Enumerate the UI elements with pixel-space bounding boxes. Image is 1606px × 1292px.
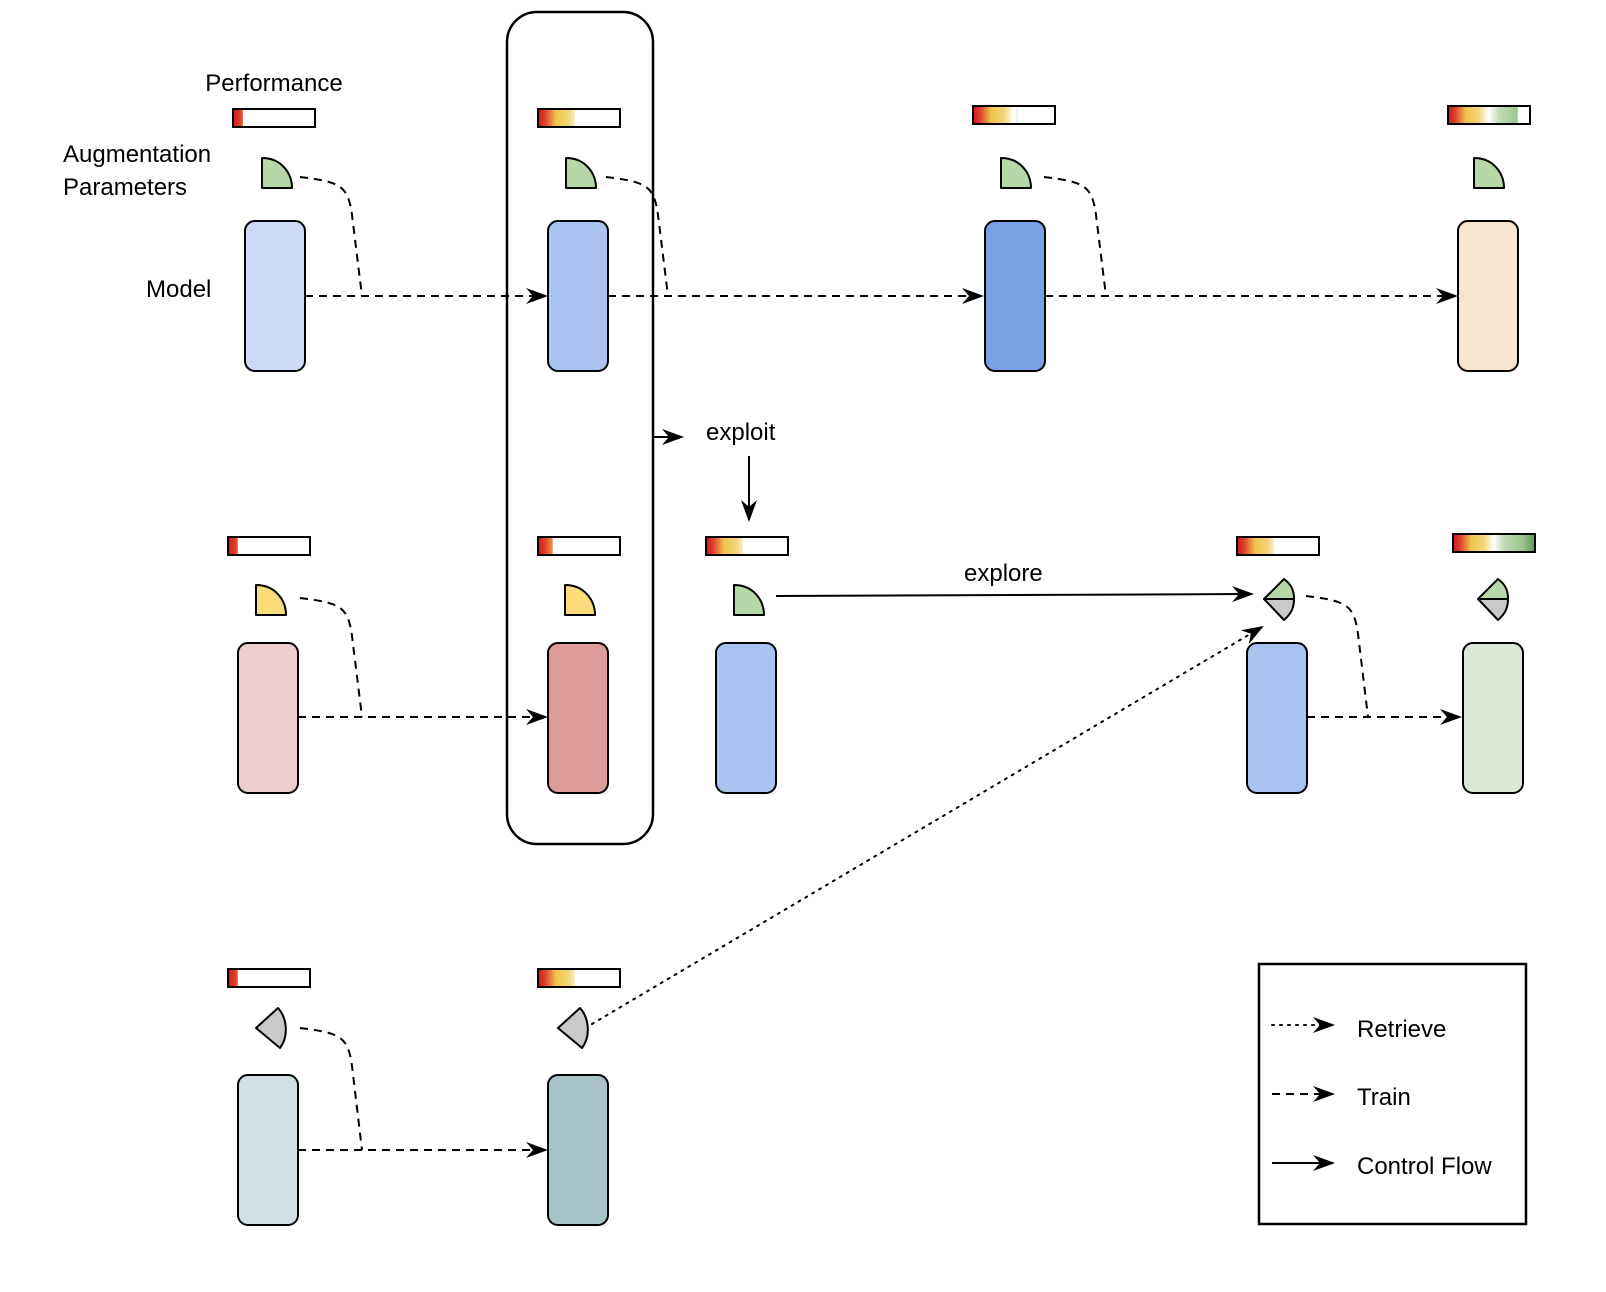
model-block [547, 1074, 609, 1226]
population-node [1447, 105, 1531, 372]
performance-bar-outline [1236, 536, 1320, 556]
param-feed-curve [605, 176, 669, 297]
augmentation-label-line1: Augmentation [63, 141, 211, 168]
exploit-label: exploit [706, 419, 776, 446]
performance-bar [1236, 536, 1320, 556]
population-node [537, 968, 621, 1226]
performance-bar-fill [228, 537, 238, 555]
control-flow-edges [653, 429, 1254, 603]
param-feed-curve [1043, 176, 1107, 297]
train-edges [298, 176, 1462, 1158]
model-block [984, 220, 1046, 372]
performance-bar [537, 536, 621, 556]
augmentation-param-glyph [255, 584, 287, 616]
performance-bar-fill [1448, 106, 1518, 124]
population-node [972, 105, 1056, 372]
legend-control-flow-label: Control Flow [1357, 1153, 1492, 1180]
model-block [715, 642, 777, 794]
performance-bar-outline [1447, 105, 1531, 125]
population-node [1452, 533, 1536, 794]
legend-train-label: Train [1357, 1084, 1411, 1111]
performance-bar [227, 968, 311, 988]
population-node [1236, 536, 1320, 794]
model-label: Model [146, 276, 211, 303]
performance-bar-fill [233, 109, 243, 127]
augmentation-param-glyph [565, 157, 597, 189]
performance-bar-bg [228, 969, 310, 987]
performance-bar-bg [228, 537, 310, 555]
performance-bar [1452, 533, 1536, 553]
nodes-layer [227, 105, 1536, 1226]
augmentation-param-glyph [733, 584, 765, 616]
performance-bar-fill [228, 969, 238, 987]
augmentation-param-glyph [255, 1007, 287, 1049]
augmentation-param-glyph [261, 157, 293, 189]
performance-bar-outline [227, 536, 311, 556]
performance-bar-outline [972, 105, 1056, 125]
augmentation-param-glyph [1477, 598, 1509, 621]
population-node [227, 536, 311, 794]
augmentation-label-line2: Parameters [63, 174, 187, 201]
performance-bar-outline [705, 536, 789, 556]
population-node [537, 536, 621, 794]
performance-bar-fill [538, 109, 575, 127]
model-block [1462, 642, 1524, 794]
augmentation-param-glyph [1263, 578, 1295, 600]
augmentation-param-glyph [1473, 157, 1505, 189]
augmentation-param-glyph [1477, 578, 1509, 600]
population-node [232, 108, 316, 372]
performance-bar [1447, 105, 1531, 125]
augmentation-param-glyph [1000, 157, 1032, 189]
performance-bar-outline [1452, 533, 1536, 553]
param-feed-curve [299, 176, 363, 297]
population-node [537, 108, 621, 372]
performance-bar [705, 536, 789, 556]
model-block [237, 642, 299, 794]
performance-bar-fill [706, 537, 743, 555]
augmentation-param-glyph [557, 1007, 589, 1049]
model-block [244, 220, 306, 372]
model-block [1457, 220, 1519, 372]
performance-bar-outline [227, 968, 311, 988]
augmentation-param-glyph [1263, 598, 1295, 621]
legend-box [1257, 962, 1528, 1226]
performance-bar-fill [973, 106, 1019, 124]
legend: Retrieve Train Control Flow [1257, 962, 1528, 1226]
model-block [1246, 642, 1308, 794]
performance-bar-fill [1453, 534, 1535, 552]
augmentation-param-glyph [564, 584, 596, 616]
param-feed-curve [299, 1027, 363, 1151]
performance-bar-outline [232, 108, 316, 128]
performance-bar [537, 108, 621, 128]
performance-bar [537, 968, 621, 988]
performance-bar [232, 108, 316, 128]
performance-bar-fill [538, 537, 553, 555]
param-feed-curve [1305, 595, 1369, 718]
param-feed-curve [299, 597, 363, 718]
performance-bar [227, 536, 311, 556]
performance-bar-outline [537, 968, 621, 988]
exploit-selection-box [505, 10, 655, 846]
retrieve-arrow [591, 625, 1264, 1025]
performance-bar-outline [537, 536, 621, 556]
model-block [547, 220, 609, 372]
performance-bar-fill [1237, 537, 1274, 555]
legend-retrieve-label: Retrieve [1357, 1016, 1446, 1043]
model-block [547, 642, 609, 794]
explore-arrow [775, 586, 1254, 603]
performance-bar-bg [233, 109, 315, 127]
population-node [227, 968, 311, 1226]
performance-bar-outline [537, 108, 621, 128]
performance-bar [972, 105, 1056, 125]
population-node [705, 536, 789, 794]
model-block [237, 1074, 299, 1226]
performance-bar-fill [538, 969, 575, 987]
explore-label: explore [964, 560, 1043, 587]
performance-label: Performance [205, 70, 342, 97]
performance-bar-bg [538, 537, 620, 555]
